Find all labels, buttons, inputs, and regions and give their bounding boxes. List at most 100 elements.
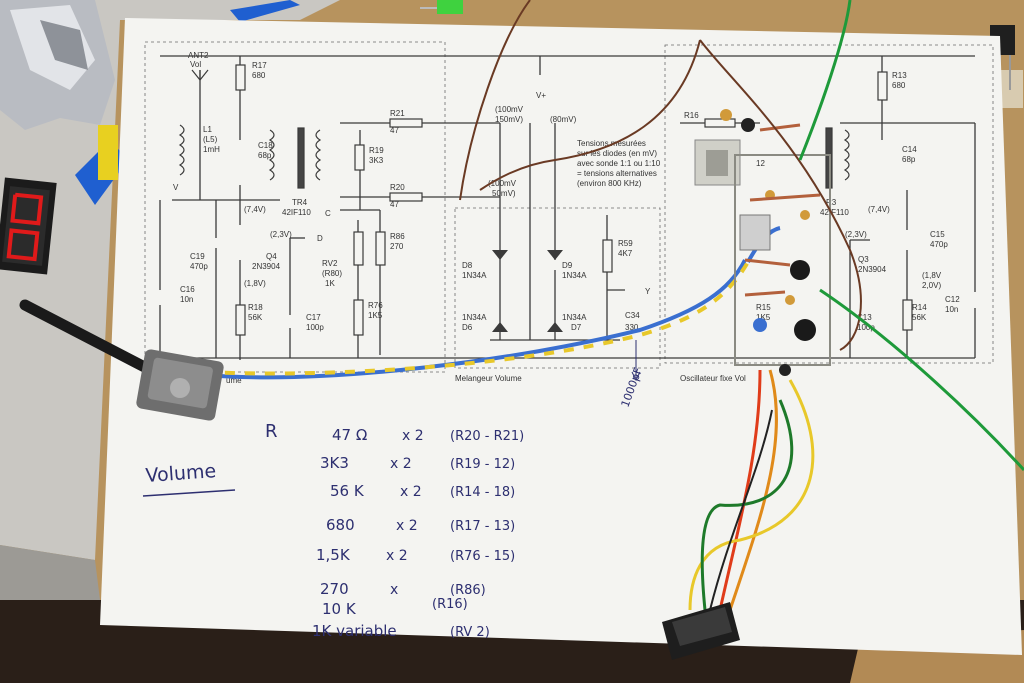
svg-text:C18: C18 — [258, 141, 273, 150]
parts-list-qty: x 2 — [396, 518, 418, 534]
svg-text:1N34A: 1N34A — [562, 313, 587, 322]
parts-list-value: 1K variable — [312, 622, 397, 640]
svg-text:C16: C16 — [180, 285, 195, 294]
svg-text:(80mV): (80mV) — [550, 115, 577, 124]
parts-list-qty: x 2 — [390, 456, 412, 472]
parts-list-qty: x — [390, 582, 398, 598]
parts-list-value: 3K3 — [320, 454, 349, 472]
svg-text:Y: Y — [645, 287, 651, 296]
parts-list-value: 270 — [320, 580, 349, 598]
svg-text:2,0V): 2,0V) — [922, 281, 941, 290]
parts-list-qty: x 2 — [402, 428, 424, 444]
svg-text:(2,3V): (2,3V) — [845, 230, 867, 239]
svg-text:RV2: RV2 — [322, 259, 338, 268]
svg-text:(environ 800 KHz): (environ 800 KHz) — [577, 179, 642, 188]
parts-list-value: 680 — [326, 516, 355, 534]
svg-text:= tensions alternatives: = tensions alternatives — [577, 169, 657, 178]
svg-text:V+: V+ — [536, 91, 546, 100]
svg-text:Melangeur Volume: Melangeur Volume — [455, 374, 522, 383]
svg-text:R14: R14 — [912, 303, 927, 312]
svg-text:TR4: TR4 — [292, 198, 308, 207]
parts-list-ref: (RV 2) — [450, 625, 490, 640]
svg-text:C14: C14 — [902, 145, 917, 154]
parts-list-value: 56 K — [330, 482, 365, 500]
parts-list-qty: x 2 — [400, 484, 422, 500]
svg-text:270: 270 — [390, 242, 404, 251]
svg-text:R20: R20 — [390, 183, 405, 192]
svg-text:V: V — [173, 183, 179, 192]
svg-text:R18: R18 — [248, 303, 263, 312]
svg-text:Vol: Vol — [190, 60, 201, 69]
parts-list-qty: x 2 — [386, 548, 408, 564]
svg-text:C12: C12 — [945, 295, 960, 304]
potentiometer[interactable] — [19, 299, 225, 421]
seven-segment-display — [0, 177, 57, 275]
svg-text:C: C — [325, 209, 331, 218]
parts-list-ref: (R14 - 18) — [450, 485, 515, 500]
electrolytic-capacitor — [794, 319, 816, 341]
svg-text:42IF110: 42IF110 — [820, 208, 849, 217]
svg-text:R17: R17 — [252, 61, 267, 70]
transistor-component — [741, 118, 755, 132]
svg-text:(100mV: (100mV — [495, 105, 524, 114]
svg-text:(1,8V): (1,8V) — [244, 279, 266, 288]
parts-list-value: 10 K — [322, 600, 357, 618]
svg-text:C13: C13 — [857, 313, 872, 322]
resistor-header: R — [265, 421, 278, 442]
svg-text:42IF110: 42IF110 — [282, 208, 311, 217]
svg-text:C19: C19 — [190, 252, 205, 261]
parts-list-value: 47 Ω — [332, 426, 367, 444]
green-led — [437, 0, 463, 14]
svg-text:C17: C17 — [306, 313, 321, 322]
svg-text:(7,4V): (7,4V) — [244, 205, 266, 214]
svg-text:D: D — [317, 234, 323, 243]
grey-mat — [0, 0, 340, 560]
svg-text:680: 680 — [252, 71, 266, 80]
volume-note: Volume — [145, 460, 217, 487]
parts-list-ref: (R76 - 15) — [450, 549, 515, 564]
svg-text:3K3: 3K3 — [369, 156, 384, 165]
screwdriver — [230, 0, 300, 22]
svg-text:Q3: Q3 — [858, 255, 869, 264]
svg-text:150mV): 150mV) — [495, 115, 523, 124]
parts-list-value: 1,5K — [316, 546, 351, 564]
svg-text:(R80): (R80) — [322, 269, 342, 278]
svg-text:D9: D9 — [562, 261, 573, 270]
svg-text:470p: 470p — [190, 262, 208, 271]
svg-text:1N34A: 1N34A — [462, 313, 487, 322]
svg-text:10n: 10n — [945, 305, 958, 314]
svg-text:avec sonde 1:1 ou 1:10: avec sonde 1:1 ou 1:10 — [577, 159, 661, 168]
assembled-circuit — [694, 109, 831, 376]
svg-text:R86: R86 — [390, 232, 405, 241]
svg-text:(2,3V): (2,3V) — [270, 230, 292, 239]
svg-text:D7: D7 — [571, 323, 582, 332]
parts-list-ref: (R17 - 13) — [450, 519, 515, 534]
svg-text:R13: R13 — [892, 71, 907, 80]
svg-text:47: 47 — [390, 126, 399, 135]
parts-list-ref: (R16) — [432, 597, 468, 612]
svg-text:100p: 100p — [857, 323, 875, 332]
svg-text:R21: R21 — [390, 109, 405, 118]
schematic-diodes — [492, 250, 563, 332]
svg-text:1mH: 1mH — [203, 145, 220, 154]
svg-text:C15: C15 — [930, 230, 945, 239]
svg-text:10n: 10n — [180, 295, 193, 304]
ribbon-connector[interactable] — [662, 602, 740, 660]
svg-text:sur les diodes (en mV): sur les diodes (en mV) — [577, 149, 657, 158]
loose-wires — [459, 0, 1024, 611]
svg-text:4K7: 4K7 — [618, 249, 633, 258]
svg-text:D6: D6 — [462, 323, 473, 332]
schematic-paper — [100, 18, 1022, 655]
svg-text:330: 330 — [625, 323, 639, 332]
svg-text:(1,8V: (1,8V — [922, 271, 942, 280]
svg-text:470p: 470p — [930, 240, 948, 249]
svg-text:R15: R15 — [756, 303, 771, 312]
svg-text:12: 12 — [756, 159, 765, 168]
svg-text:47: 47 — [390, 200, 399, 209]
parts-list-ref: (R20 - R21) — [450, 429, 524, 444]
svg-text:2N3904: 2N3904 — [252, 262, 281, 271]
svg-text:1K5: 1K5 — [756, 313, 771, 322]
svg-text:68p: 68p — [258, 151, 272, 160]
